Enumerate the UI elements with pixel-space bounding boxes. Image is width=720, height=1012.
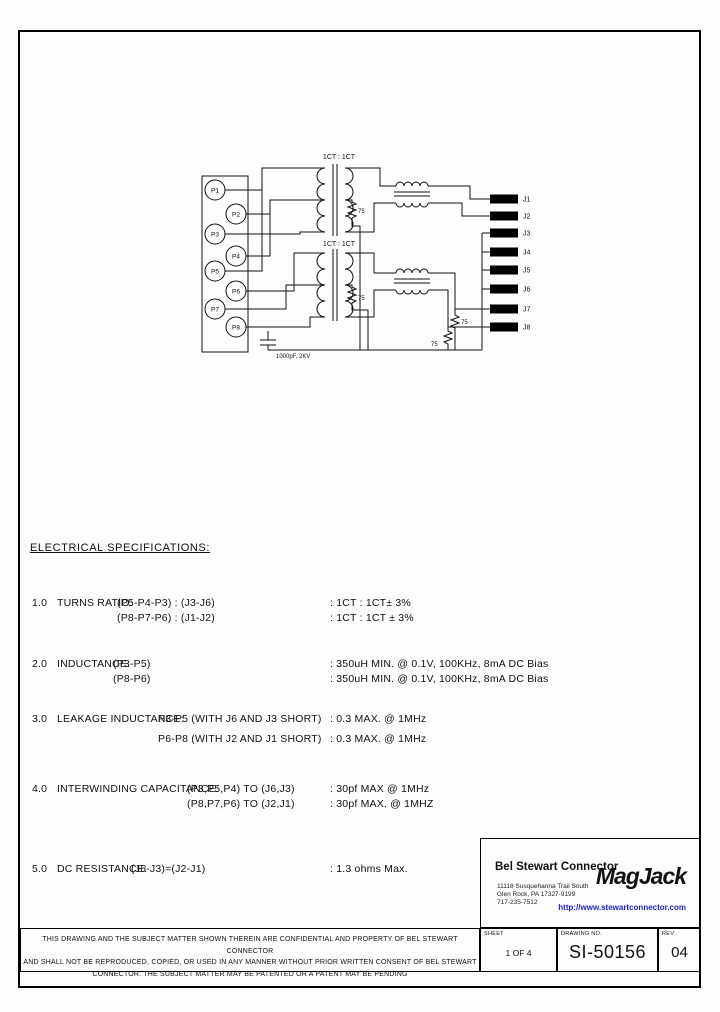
jack-label: J5 bbox=[523, 268, 531, 275]
termination-resistor-value-left: 75 bbox=[431, 342, 438, 348]
spec-expr: (P5-P4-P3) : (J3-J6) bbox=[117, 597, 215, 609]
pin-label: P3 bbox=[211, 232, 219, 239]
disclaimer-line: CONNECTOR. THE SUBJECT MATTER MAY BE PAT… bbox=[92, 970, 408, 978]
turns-ratio-label-bottom: 1CT : 1CT bbox=[323, 241, 356, 248]
pin-label: P2 bbox=[232, 212, 240, 219]
pin-label: P6 bbox=[232, 289, 240, 296]
spec-value: : 350uH MIN. @ 0.1V, 100KHz, 8mA DC Bias bbox=[330, 658, 549, 670]
pin-label: P7 bbox=[211, 307, 219, 314]
spec-label: DC RESISTANCE: bbox=[57, 863, 148, 875]
spec-value: : 30pf MAX. @ 1MHZ bbox=[330, 798, 434, 810]
confidentiality-disclaimer: THIS DRAWING AND THE SUBJECT MATTER SHOW… bbox=[20, 928, 480, 978]
jack-label: J1 bbox=[523, 197, 531, 204]
spec-value: : 0.3 MAX. @ 1MHz bbox=[330, 713, 427, 725]
sheet-box: SHEET 1 OF 4 bbox=[480, 928, 557, 972]
spec-expr: P6-P8 (WITH J2 AND J1 SHORT) bbox=[158, 733, 322, 745]
pin-header-outline bbox=[201, 175, 249, 353]
title-block: Bel Stewart Connector 11118 Susquehanna … bbox=[480, 838, 701, 928]
spec-num: 4.0 bbox=[32, 783, 48, 795]
spec-num: 3.0 bbox=[32, 713, 48, 725]
pin-label: P8 bbox=[232, 325, 240, 332]
company-name: Bel Stewart Connector bbox=[495, 861, 619, 873]
spec-expr: (P8,P7,P6) TO (J2,J1) bbox=[187, 798, 295, 810]
company-website-link[interactable]: http://www.stewartconnector.com bbox=[558, 903, 686, 912]
spec-expr: (P8-P6) bbox=[113, 673, 151, 685]
termination-resistor-value-right: 75 bbox=[461, 320, 468, 326]
spec-label: LEAKAGE INDUCTANCE: bbox=[57, 713, 184, 725]
schematic-wires bbox=[201, 164, 490, 353]
company-phone: 717-235-7512 bbox=[497, 899, 538, 906]
capacitor-value-label: 1000pF, 2KV bbox=[276, 354, 310, 360]
magjack-logo: MagJack bbox=[595, 863, 687, 889]
spec-label: INTERWINDING CAPACITANCE: bbox=[57, 783, 219, 795]
spec-expr: (P8-P7-P6) : (J1-J2) bbox=[117, 612, 215, 624]
pin-label: P4 bbox=[232, 254, 240, 261]
turns-ratio-label-top: 1CT : 1CT bbox=[323, 154, 356, 161]
spec-num: 5.0 bbox=[32, 863, 48, 875]
schematic-labels: P1 P2 P3 P4 P5 P6 P7 P8 J1 J2 J3 J4 J5 J… bbox=[211, 154, 530, 360]
spec-value: : 1CT : 1CT± 3% bbox=[330, 597, 411, 609]
pin-label: P1 bbox=[211, 188, 219, 195]
spec-value: : 0.3 MAX. @ 1MHz bbox=[330, 733, 427, 745]
spec-value: : 1.3 ohms Max. bbox=[330, 863, 408, 875]
spec-num: 2.0 bbox=[32, 658, 48, 670]
jack-label: J3 bbox=[523, 231, 531, 238]
company-address-line1: 11118 Susquehanna Trail South bbox=[497, 883, 589, 890]
spec-label: TURNS RATIO: bbox=[57, 597, 133, 609]
drawing-number-value: SI-50156 bbox=[568, 942, 647, 962]
jack-label: J6 bbox=[523, 287, 531, 294]
revision-box: REV 04 bbox=[658, 928, 701, 972]
drawing-number-label: DRAWING NO. bbox=[561, 931, 602, 937]
spec-expr: P3-P5 (WITH J6 AND J3 SHORT) bbox=[158, 713, 322, 725]
spec-value: : 1CT : 1CT ± 3% bbox=[330, 612, 414, 624]
center-tap-resistor-value-bottom: 75 bbox=[358, 296, 365, 302]
center-tap-resistor-2 bbox=[345, 284, 369, 350]
center-tap-resistor-1 bbox=[345, 199, 361, 350]
spec-value: : 350uH MIN. @ 0.1V, 100KHz, 8mA DC Bias bbox=[330, 673, 549, 685]
jack-label: J4 bbox=[523, 250, 531, 257]
spec-label: INDUCTANCE: bbox=[57, 658, 131, 670]
disclaimer-line: THIS DRAWING AND THE SUBJECT MATTER SHOW… bbox=[42, 936, 458, 955]
drawing-number-box: DRAWING NO. SI-50156 bbox=[557, 928, 658, 972]
hv-capacitor bbox=[260, 331, 276, 350]
jack-pads bbox=[490, 194, 518, 332]
jack-label: J8 bbox=[523, 325, 531, 332]
jack-label: J2 bbox=[523, 214, 531, 221]
center-tap-resistor-value-top: 75 bbox=[358, 209, 365, 215]
revision-label: REV bbox=[662, 931, 675, 937]
spec-value: : 30pf MAX @ 1MHz bbox=[330, 783, 430, 795]
common-mode-choke-2 bbox=[394, 268, 430, 295]
sheet-label: SHEET bbox=[484, 931, 504, 937]
spec-num: 1.0 bbox=[32, 597, 48, 609]
jack-label: J7 bbox=[523, 307, 531, 314]
sheet-value: 1 OF 4 bbox=[505, 948, 532, 958]
pin-label: P5 bbox=[211, 269, 219, 276]
spec-expr: (P3-P5) bbox=[113, 658, 151, 670]
company-address-line2: Glen Rock, PA 17327-9199 bbox=[497, 891, 576, 898]
schematic-diagram: P1 P2 P3 P4 P5 P6 P7 P8 J1 J2 J3 J4 J5 J… bbox=[201, 154, 531, 360]
disclaimer-line: AND SHALL NOT BE REPRODUCED, COPIED, OR … bbox=[23, 959, 477, 966]
spec-expr: (P3,P5,P4) TO (J6,J3) bbox=[187, 783, 295, 795]
specs-heading: ELECTRICAL SPECIFICATIONS: bbox=[30, 542, 211, 554]
revision-value: 04 bbox=[671, 944, 688, 961]
drawing-border bbox=[18, 30, 701, 988]
termination-resistor-left bbox=[442, 327, 454, 350]
common-mode-choke-1 bbox=[394, 181, 430, 208]
spec-expr: (J6-J3)=(J2-J1) bbox=[131, 863, 206, 875]
termination-resistor-right bbox=[449, 309, 461, 350]
